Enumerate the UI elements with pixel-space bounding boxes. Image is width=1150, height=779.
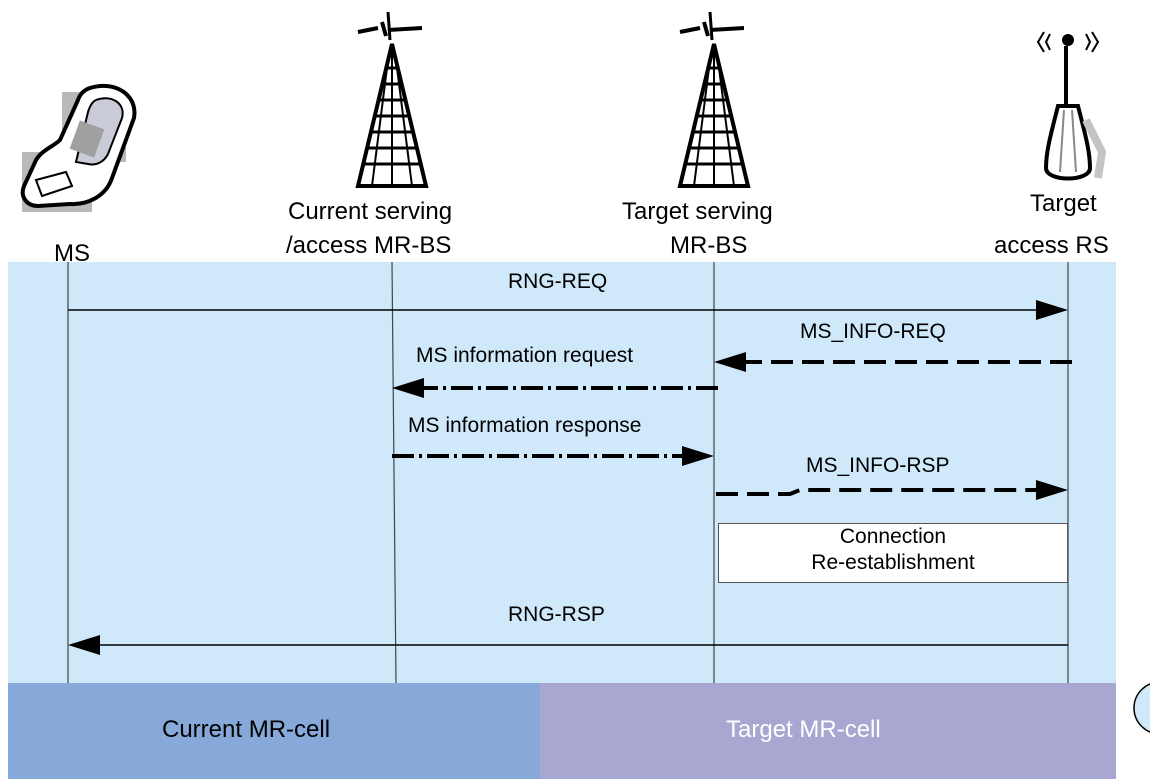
ms-information-response-arrow [392,446,714,466]
ms-information-request-arrow [392,378,718,398]
current-cell-label: Current MR-cell [162,716,331,743]
process-box-line1: Connection [839,525,947,548]
rng-req-label: RNG-REQ [508,270,608,293]
process-box-line2: Re-establishment [811,551,975,574]
relay-station-antenna-icon [1036,31,1107,181]
serving-bs-lifeline [391,261,397,684]
base-station-tower-icon [355,11,429,188]
sequence-panel [8,262,1116,683]
mobile-phone-icon [20,83,137,212]
ms-information-request-label: MS information request [416,344,634,367]
base-station-tower-icon [677,11,751,188]
ms-label: MS [54,240,90,267]
ms-information-response-label: MS information response [408,414,642,437]
rng-rsp-label: RNG-RSP [508,603,605,626]
target-rs-label-line2: access RS [994,232,1109,259]
serving-bs-label-line1: Current serving [288,198,453,225]
target-rs-label-line1: Target [1030,190,1097,217]
rng-rsp-arrow [68,635,1068,655]
ms-info-rsp-arrow [716,480,1068,500]
rng-req-arrow [68,300,1068,320]
current-cell-band: Current MR-cell [8,683,540,779]
target-cell-label: Target MR-cell [726,716,881,743]
partial-circle-icon [1133,683,1150,733]
target-cell-band: Target MR-cell [540,683,1116,779]
serving-bs-label-line2: /access MR-BS [286,232,452,259]
target-bs-label-line1: Target serving [622,198,773,225]
target-bs-label-line2: MR-BS [670,232,748,259]
ms-info-rsp-label: MS_INFO-RSP [806,454,950,477]
ms-info-req-label: MS_INFO-REQ [800,320,946,343]
ms-info-req-arrow [714,352,1072,372]
connection-reestablishment-box: Connection Re-establishment [718,523,1068,583]
